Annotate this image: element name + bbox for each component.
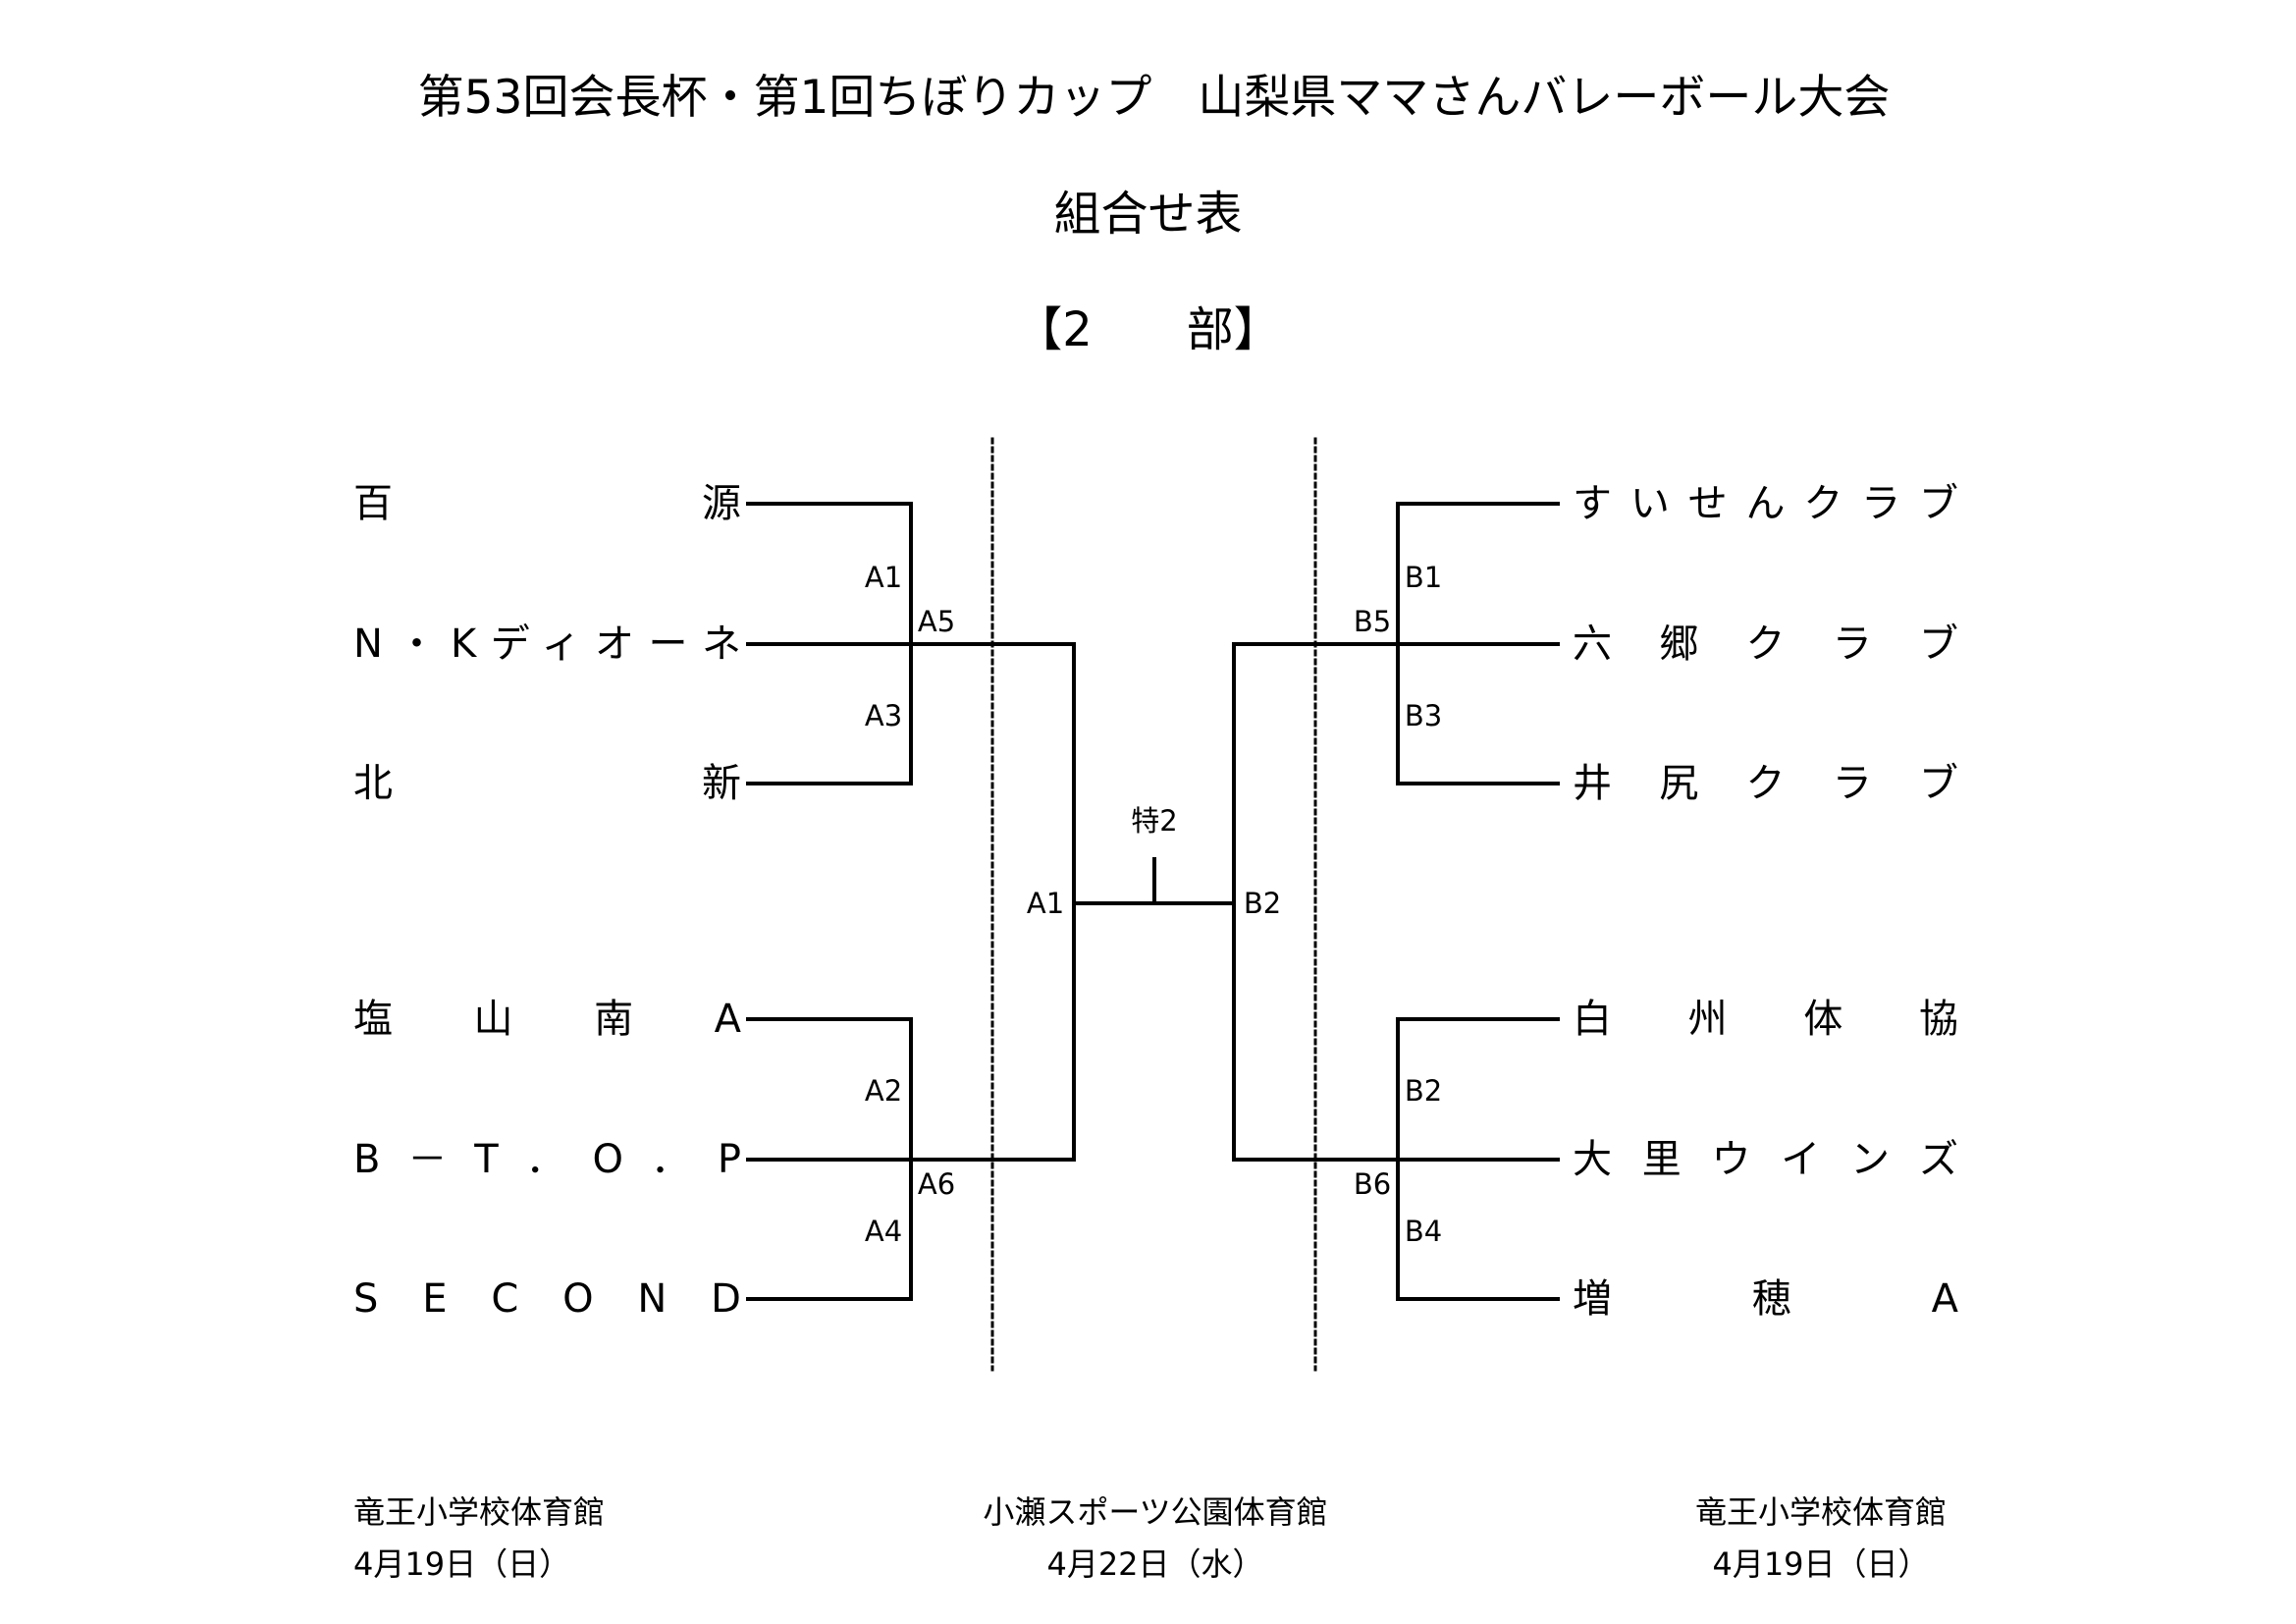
match-label-final: 特2 [1131,804,1178,838]
match-label-b3: B3 [1404,699,1443,732]
footer-right-date: 4月19日（日） [1712,1545,1930,1583]
team-name: 井尻クラブ [1573,761,2006,806]
match-label-b2: B2 [1404,1074,1443,1108]
division-label: 【2 部】 [1015,302,1281,357]
bracket-right-upper [1232,502,1560,785]
team-name: 白州体協 [1573,997,2035,1042]
team-name: すいせんクラブ [1573,481,1977,526]
team-right-1: すいせんクラブ [1573,480,1958,527]
match-label-final-left: A1 [1026,887,1065,920]
match-label-a3: A3 [864,699,903,732]
match-label-b1: B1 [1404,561,1443,594]
team-left-6: SECOND [353,1275,741,1323]
bracket-left-upper [746,502,1076,785]
team-name: 北新 [353,761,1050,806]
team-name: 塩山南A [353,997,823,1042]
match-label-a2: A2 [864,1074,903,1108]
team-left-1: 百源 [353,480,741,527]
team-right-6: 増穂A [1573,1275,1958,1323]
team-right-3: 井尻クラブ [1573,760,1958,807]
bracket-left-lower [746,1017,1076,1301]
match-label-final-right: B2 [1243,887,1282,920]
team-left-5: B－T．O．P [353,1136,741,1183]
team-name: 百源 [353,481,1050,526]
team-name: 増穂A [1573,1276,2099,1322]
title-container: 第53回会長杯・第1回ちぼりカップ 山梨県ママさんバレーボール大会 [342,69,1966,128]
team-left-4: 塩山南A [353,996,741,1043]
footer-right-venue: 竜王小学校体育館 [1694,1493,1947,1531]
match-label-a1: A1 [864,561,903,594]
tournament-title: 第53回会長杯・第1回ちぼりカップ 山梨県ママさんバレーボール大会 [417,71,1891,125]
match-label-a6: A6 [917,1167,956,1201]
team-right-4: 白州体協 [1573,996,1958,1043]
team-right-2: 六郷クラブ [1573,621,1958,668]
team-left-3: 北新 [353,760,741,807]
footer-center-venue: 小瀬スポーツ公園体育館 [983,1493,1328,1531]
match-label-a5: A5 [917,605,956,638]
team-name: 大里ウインズ [1573,1137,1989,1182]
match-label-b6: B6 [1353,1167,1392,1201]
match-label-b5: B5 [1353,605,1392,638]
footer-left-date: 4月19日（日） [353,1545,571,1583]
footer-left-venue: 竜王小学校体育館 [353,1493,606,1531]
team-name: B－T．O．P [353,1137,769,1182]
team-left-2: N・Kディオーネ [353,621,741,668]
team-right-5: 大里ウインズ [1573,1136,1958,1183]
bracket-right-lower [1232,1017,1560,1301]
page-subtitle: 組合せ表 [1053,187,1243,242]
footer-center-date: 4月22日（水） [1046,1545,1264,1583]
match-label-a4: A4 [864,1215,903,1248]
team-name: SECOND [353,1276,785,1322]
team-name: N・Kディオーネ [353,622,756,667]
team-name: 六郷クラブ [1573,622,2006,667]
match-label-b4: B4 [1404,1215,1443,1248]
bracket-center [1072,642,1236,1162]
